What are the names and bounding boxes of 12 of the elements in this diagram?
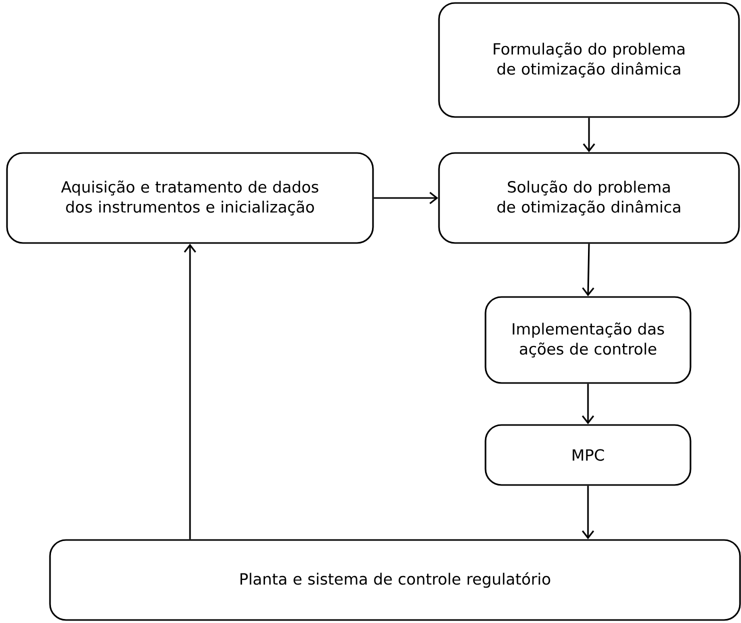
arrow — [582, 384, 594, 424]
arrow — [582, 244, 594, 296]
process-box: Solução do problema de otimização dinâmica — [438, 152, 740, 244]
process-box: Implementação das ações de controle — [484, 296, 692, 384]
arrow — [582, 118, 596, 152]
arrow — [374, 192, 438, 204]
arrow — [582, 486, 594, 540]
process-box: Planta e sistema de controle regulatório — [49, 539, 741, 621]
arrow — [184, 244, 196, 540]
process-box: MPC — [484, 424, 692, 486]
process-box: Formulação do problema de otimização dinâmica — [438, 2, 740, 118]
process-box: Aquisição e tratamento de dados dos instrumentos e inicialização — [6, 152, 374, 244]
